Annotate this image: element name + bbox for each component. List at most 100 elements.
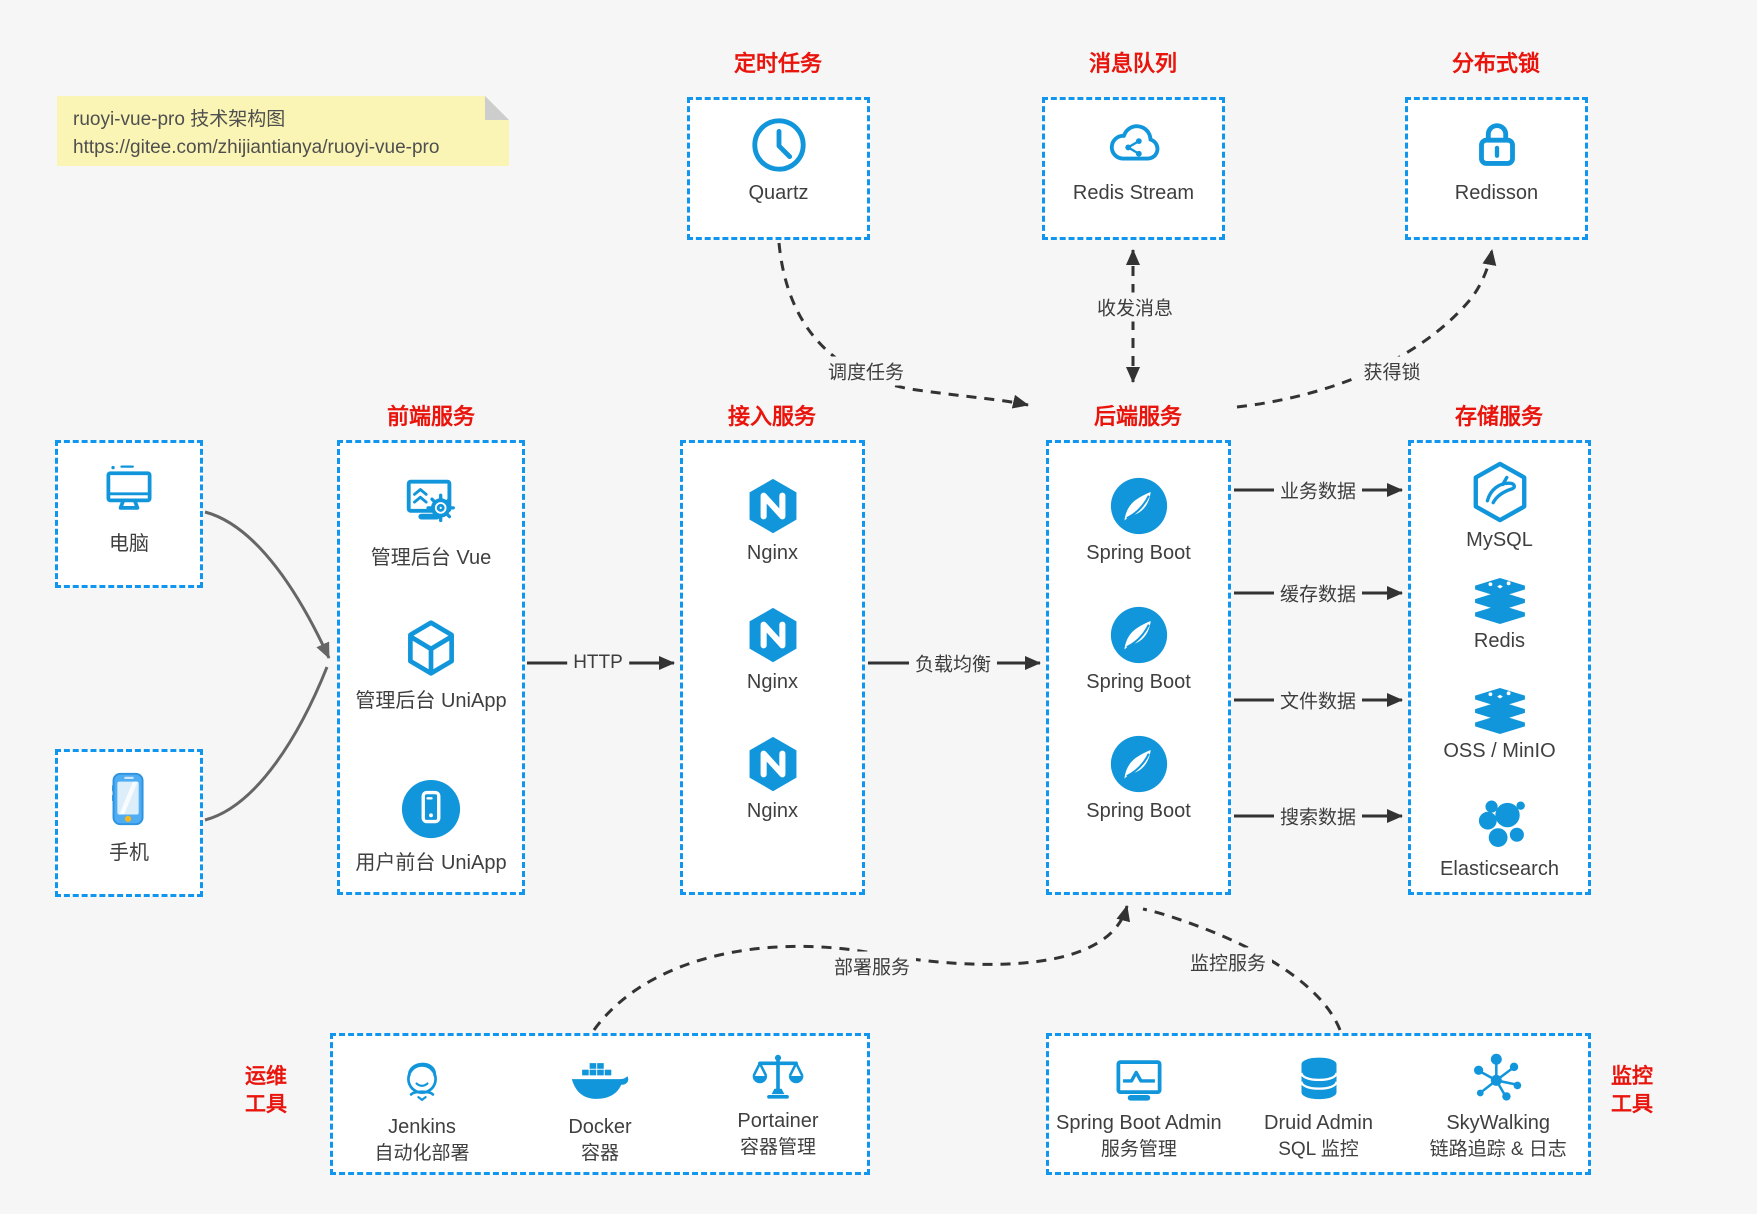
ops-tools-title: 运维 工具 xyxy=(238,1063,294,1120)
tool-jenkins: Jenkins 自动化部署 xyxy=(333,1050,511,1167)
nginx-label: Nginx xyxy=(746,542,799,564)
note-title: ruoyi-vue-pro 技术架构图 xyxy=(73,109,286,130)
edge-label-file-data: 文件数据 xyxy=(1273,685,1363,715)
springboot-label: Spring Boot xyxy=(1086,800,1191,822)
nginx-label: Nginx xyxy=(746,671,799,693)
note-fold-corner xyxy=(485,96,509,120)
access-item-nginx-2: Nginx xyxy=(683,605,862,694)
user-uniapp-label: 用户前台 UniApp xyxy=(355,852,507,874)
smartphone-icon xyxy=(98,768,160,830)
tool-docker: Docker 容器 xyxy=(511,1050,689,1167)
mobile-client-box: 手机 xyxy=(55,749,203,897)
springboot-label: Spring Boot xyxy=(1086,671,1191,693)
jenkins-icon xyxy=(393,1050,451,1108)
jenkins-desc: 自动化部署 xyxy=(374,1143,470,1164)
jenkins-name: Jenkins xyxy=(388,1116,456,1138)
storage-item-mysql: MySQL xyxy=(1411,461,1588,552)
admin-vue-icon xyxy=(400,473,462,535)
pc-label: 电脑 xyxy=(109,533,149,555)
edge-pc-to-frontend xyxy=(204,510,331,659)
column-title-access: 接入服务 xyxy=(727,404,817,429)
frontend-item-admin-vue: 管理后台 Vue xyxy=(340,473,522,570)
storage-stack-icon xyxy=(1469,688,1531,734)
elasticsearch-icon xyxy=(1470,795,1530,852)
elasticsearch-label: Elasticsearch xyxy=(1440,858,1559,880)
spring-boot-icon xyxy=(1109,605,1169,665)
spring-boot-icon xyxy=(1109,734,1169,794)
desktop-icon xyxy=(99,461,159,521)
backend-item-springboot-1: Spring Boot xyxy=(1049,476,1228,565)
mysql-icon xyxy=(1469,461,1531,523)
redis-stream-label: Redis Stream xyxy=(1072,182,1195,204)
storage-item-elasticsearch: Elasticsearch xyxy=(1411,795,1588,881)
portainer-desc: 容器管理 xyxy=(739,1137,816,1158)
skywalking-desc: 链路追踪 & 日志 xyxy=(1429,1139,1567,1160)
mobile-label: 手机 xyxy=(109,842,149,864)
edge-label-load-balance: 负载均衡 xyxy=(908,648,998,678)
oss-minio-label: OSS / MinIO xyxy=(1443,740,1556,762)
docker-name: Docker xyxy=(568,1116,632,1138)
access-item-nginx-3: Nginx xyxy=(683,734,862,823)
admin-uniapp-label: 管理后台 UniApp xyxy=(355,690,507,712)
sticky-note: ruoyi-vue-pro 技术架构图 https://gitee.com/zh… xyxy=(57,96,509,166)
edge-label-send-receive-message: 收发消息 xyxy=(1090,292,1180,322)
frontend-item-user-uniapp: 用户前台 UniApp xyxy=(340,778,522,875)
edge-monitor-service xyxy=(1142,907,1342,1031)
skywalking-name: SkyWalking xyxy=(1446,1112,1551,1134)
edge-label-search-data: 搜索数据 xyxy=(1273,801,1363,831)
tool-druid-admin: Druid Admin SQL 监控 xyxy=(1229,1050,1409,1163)
druid-name: Druid Admin xyxy=(1264,1112,1373,1134)
tool-skywalking: SkyWalking 链路追踪 & 日志 xyxy=(1408,1050,1588,1163)
redis-icon xyxy=(1469,578,1531,624)
edge-label-deploy-service: 部署服务 xyxy=(827,951,917,981)
edge-label-http: HTTP xyxy=(567,651,629,675)
redis-stream-box: Redis Stream xyxy=(1042,97,1225,240)
druid-icon xyxy=(1291,1054,1347,1104)
storage-item-oss-minio: OSS / MinIO xyxy=(1411,688,1588,763)
monitoring-tools-box: Spring Boot Admin 服务管理 Druid Admin SQL 监… xyxy=(1046,1033,1591,1175)
uniapp-cube-icon xyxy=(401,618,461,678)
redisson-label: Redisson xyxy=(1454,182,1539,204)
quartz-box: Quartz xyxy=(687,97,870,240)
frontend-item-admin-uniapp: 管理后台 UniApp xyxy=(340,618,522,713)
druid-desc: SQL 监控 xyxy=(1278,1139,1359,1160)
ops-tools-box: Jenkins 自动化部署 Docker 容器 Portainer 容器管理 xyxy=(330,1033,870,1175)
group-title-message-queue: 消息队列 xyxy=(1088,51,1178,76)
admin-vue-label: 管理后台 Vue xyxy=(370,547,492,569)
tool-spring-boot-admin: Spring Boot Admin 服务管理 xyxy=(1049,1050,1229,1163)
edge-acquire-lock xyxy=(1236,249,1497,409)
column-title-frontend: 前端服务 xyxy=(386,404,476,429)
edge-label-schedule-task: 调度任务 xyxy=(821,356,911,386)
edge-label-business-data: 业务数据 xyxy=(1273,475,1363,505)
tool-portainer: Portainer 容器管理 xyxy=(689,1050,867,1161)
nginx-icon xyxy=(743,605,803,665)
column-title-storage: 存储服务 xyxy=(1454,404,1544,429)
column-title-backend: 后端服务 xyxy=(1093,404,1183,429)
monitoring-title-line1: 监控 xyxy=(1611,1065,1653,1088)
note-url: https://gitee.com/zhijiantianya/ruoyi-vu… xyxy=(73,136,440,158)
backend-item-springboot-3: Spring Boot xyxy=(1049,734,1228,823)
ops-title-line1: 运维 xyxy=(245,1065,287,1088)
access-item-nginx-1: Nginx xyxy=(683,476,862,565)
clock-icon xyxy=(748,114,810,176)
ops-title-line2: 工具 xyxy=(245,1093,287,1117)
cloud-stream-icon xyxy=(1102,114,1166,176)
nginx-icon xyxy=(743,734,803,794)
sba-desc: 服务管理 xyxy=(1100,1139,1177,1160)
sba-name: Spring Boot Admin xyxy=(1056,1112,1222,1134)
mysql-label: MySQL xyxy=(1466,529,1533,551)
portainer-name: Portainer xyxy=(737,1110,819,1132)
frontend-services-box: 管理后台 Vue 管理后台 UniApp 用户前台 UniApp xyxy=(337,440,525,895)
user-app-icon xyxy=(400,778,462,840)
edge-schedule-task xyxy=(777,242,1029,409)
monitoring-tools-title: 监控 工具 xyxy=(1604,1063,1660,1120)
spring-boot-admin-icon xyxy=(1109,1054,1169,1104)
backend-item-springboot-2: Spring Boot xyxy=(1049,605,1228,694)
edge-label-monitor-service: 监控服务 xyxy=(1183,947,1273,977)
redis-label: Redis xyxy=(1473,630,1526,652)
group-title-scheduled-tasks: 定时任务 xyxy=(733,51,823,76)
nginx-label: Nginx xyxy=(746,800,799,822)
pc-client-box: 电脑 xyxy=(55,440,203,588)
group-title-distributed-lock: 分布式锁 xyxy=(1451,51,1541,76)
